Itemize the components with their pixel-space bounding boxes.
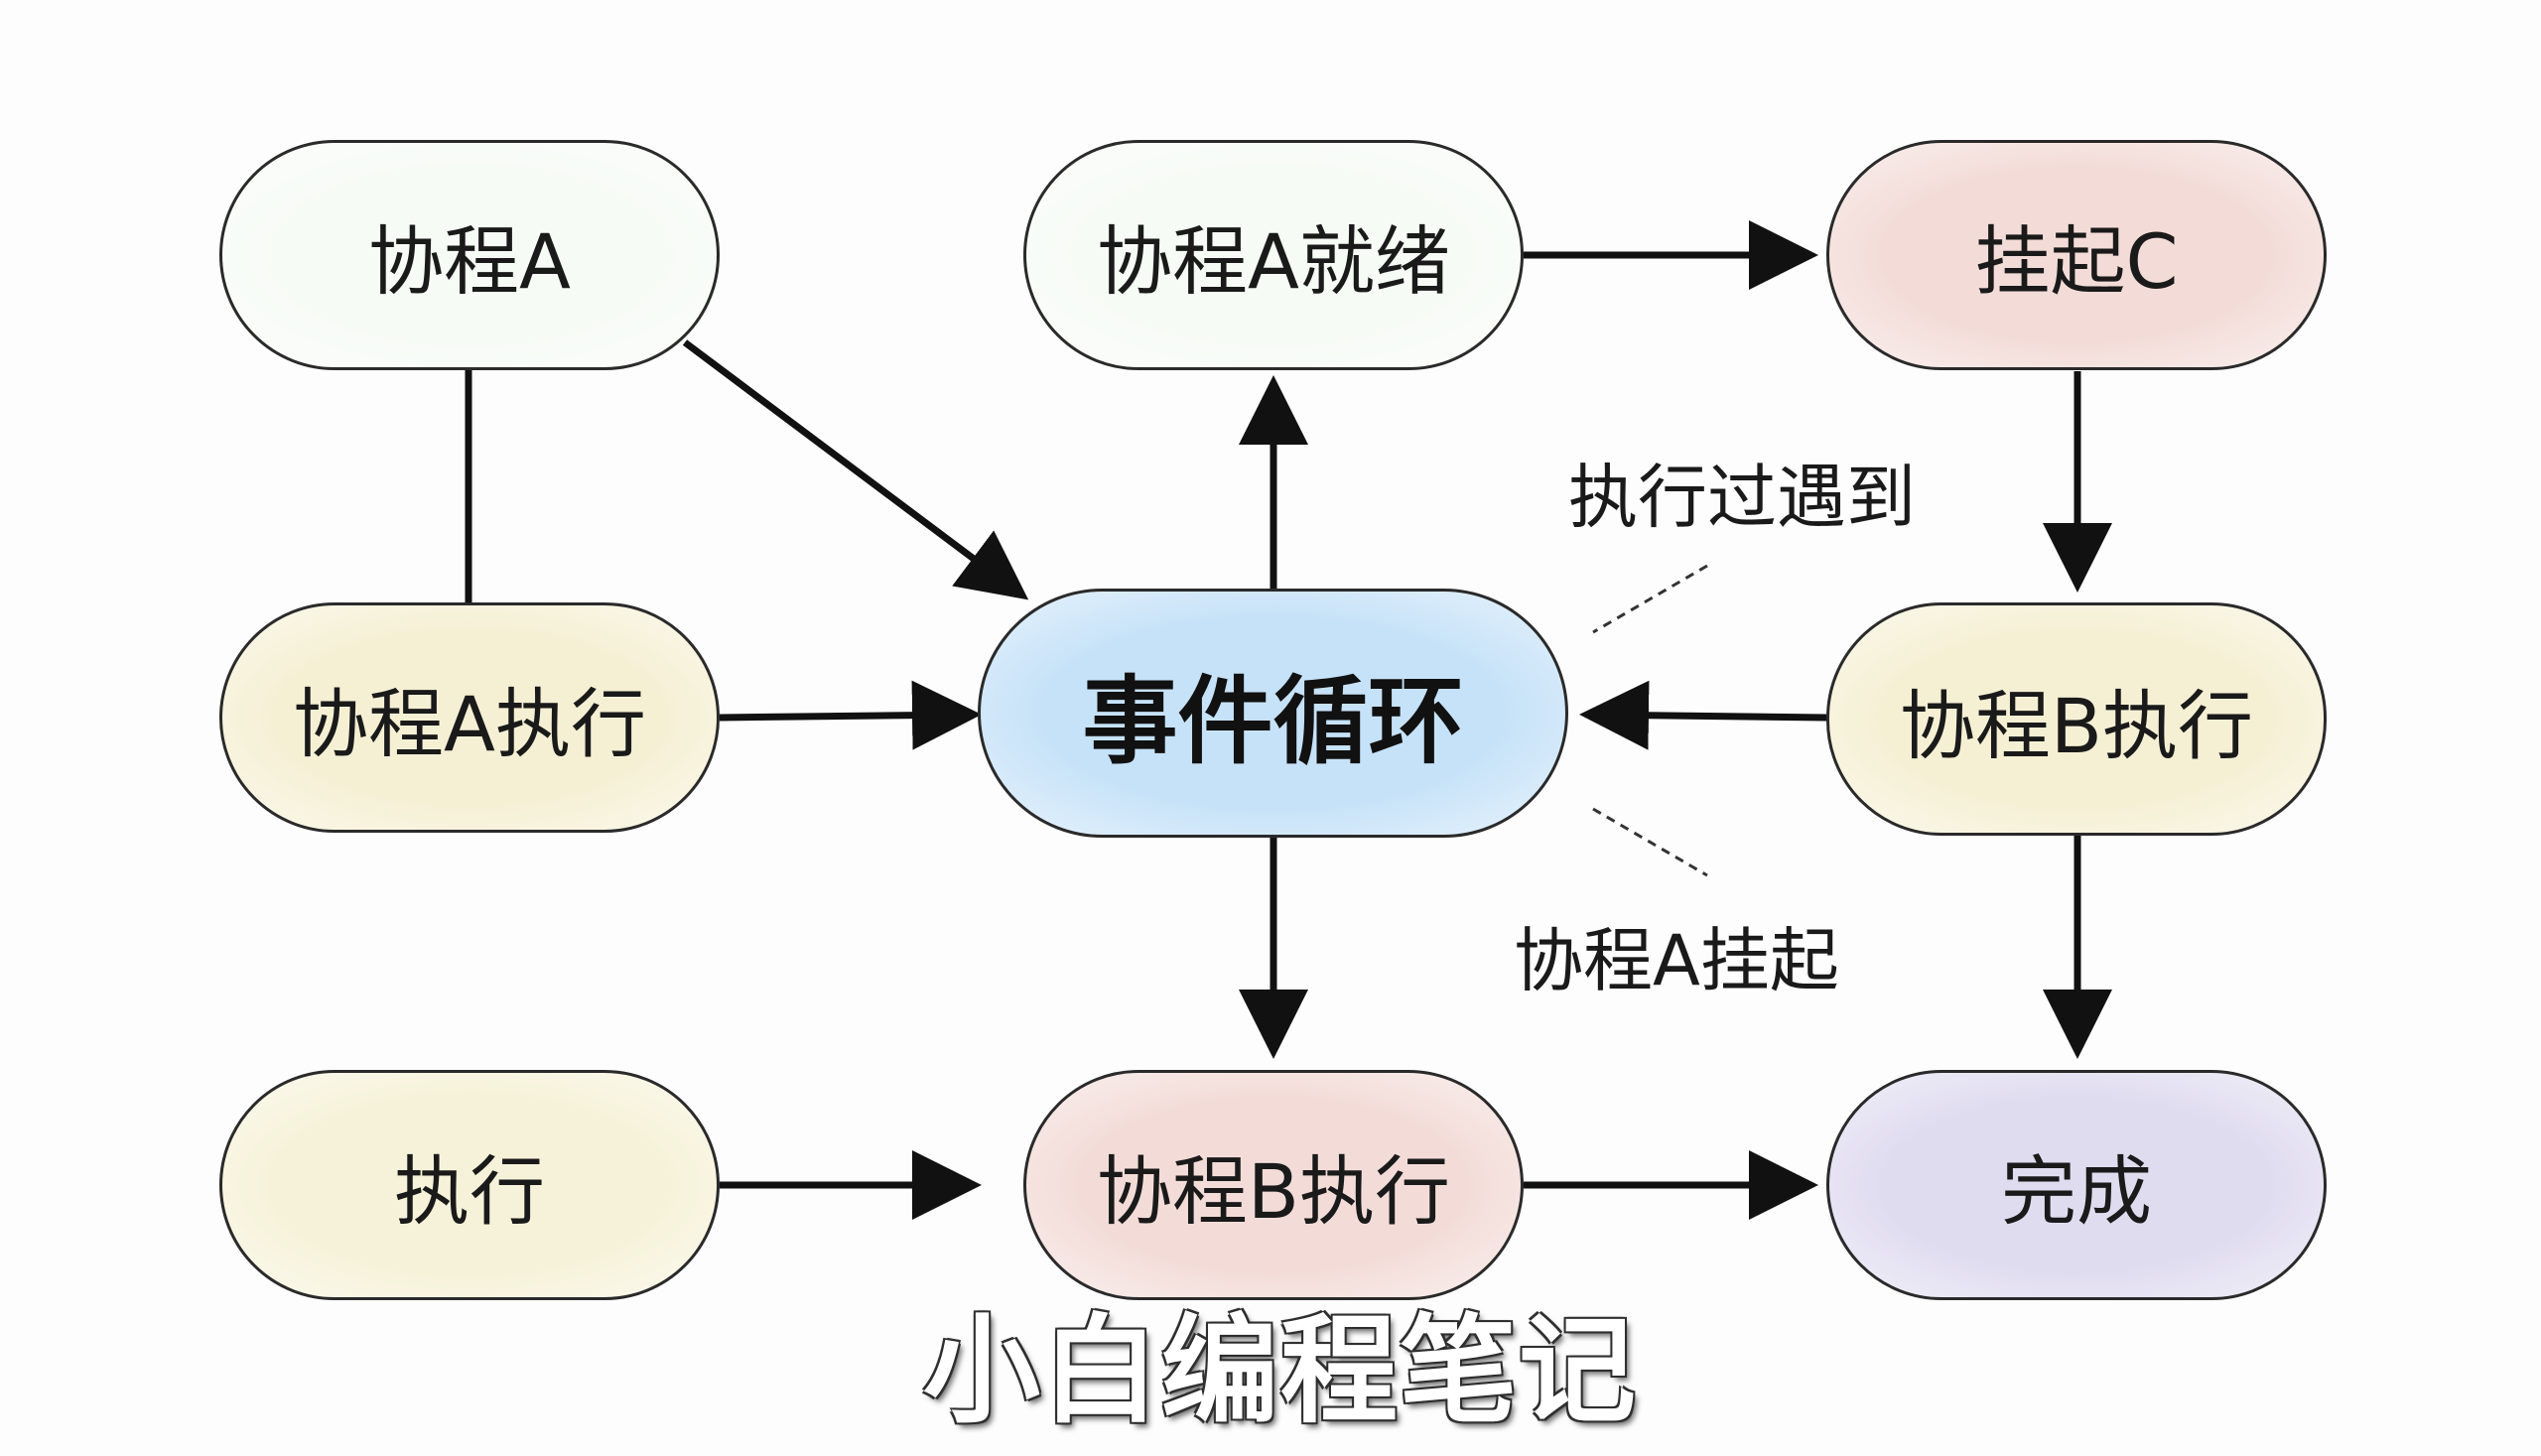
edge-label-lower: 协程A挂起 (1514, 920, 1839, 1001)
dashed-leader-lower (1592, 807, 1708, 877)
node-coroutine-a-ready: 协程A就绪 (1023, 140, 1524, 370)
edge-a-exec-to-event-loop (719, 680, 982, 750)
edge-b-exec-to-event-loop (1579, 680, 1827, 750)
node-coroutine-a-exec: 协程A执行 (219, 602, 720, 833)
edge-label-upper: 执行过遇到 (1568, 457, 1916, 538)
node-event-loop: 事件循环 (978, 589, 1568, 838)
node-execute: 执行 (219, 1070, 720, 1300)
node-done: 完成 (1826, 1070, 2327, 1300)
node-coroutine-b-exec-bottom: 协程B执行 (1023, 1070, 1524, 1300)
node-coroutine-b-exec-right: 协程B执行 (1826, 602, 2327, 836)
dashed-leader-upper (1592, 564, 1708, 634)
node-suspend-c: 挂起C (1826, 140, 2327, 370)
node-coroutine-a: 协程A (219, 140, 720, 370)
edge-a-to-event-loop (682, 339, 1029, 600)
watermark-text: 小白编程笔记 (923, 1302, 1639, 1439)
